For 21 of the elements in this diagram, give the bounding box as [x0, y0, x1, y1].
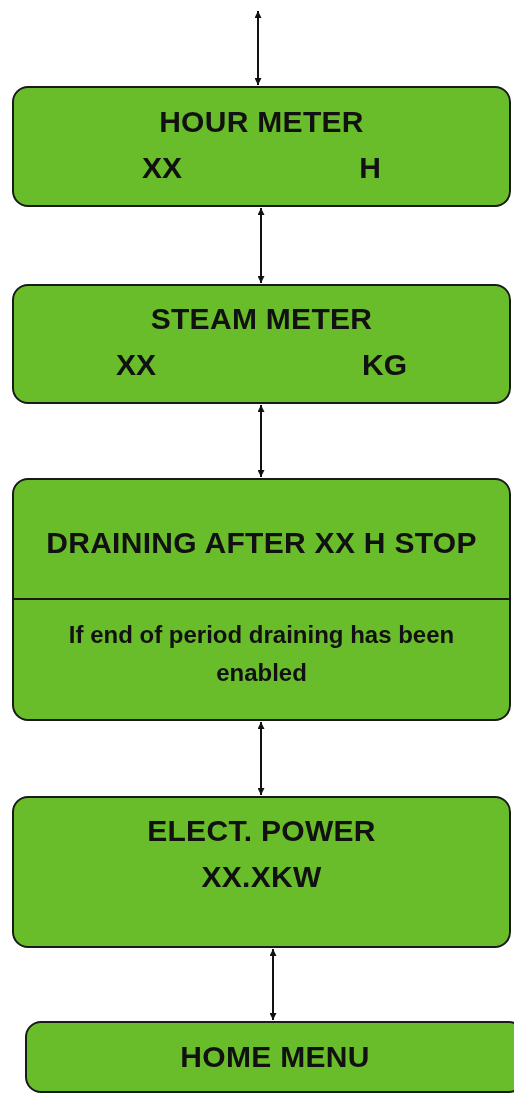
menu-box	[12, 284, 511, 404]
box-heading: ELECT. POWER	[146, 813, 377, 849]
menu-box	[12, 86, 511, 207]
double-arrow	[257, 404, 265, 478]
box-note: If end of period draining has been enabled	[67, 620, 456, 689]
box-heading: HOME MENU	[179, 1039, 371, 1075]
meter-unit: KG	[362, 347, 407, 383]
double-arrow	[257, 721, 265, 796]
menu-box	[12, 796, 511, 948]
box-heading: DRAINING AFTER XX H STOP	[46, 524, 477, 561]
meter-title: STEAM METER	[149, 301, 374, 337]
double-arrow	[269, 948, 277, 1021]
meter-value: XX	[116, 347, 157, 383]
menu-box	[12, 478, 511, 721]
double-arrow	[257, 207, 265, 284]
double-arrow	[254, 10, 262, 86]
menu-box	[25, 1021, 514, 1093]
box-value: XX.XKW	[200, 859, 323, 895]
meter-unit: H	[359, 149, 381, 186]
meter-value: XX	[142, 149, 183, 186]
meter-title: HOUR METER	[158, 103, 365, 140]
